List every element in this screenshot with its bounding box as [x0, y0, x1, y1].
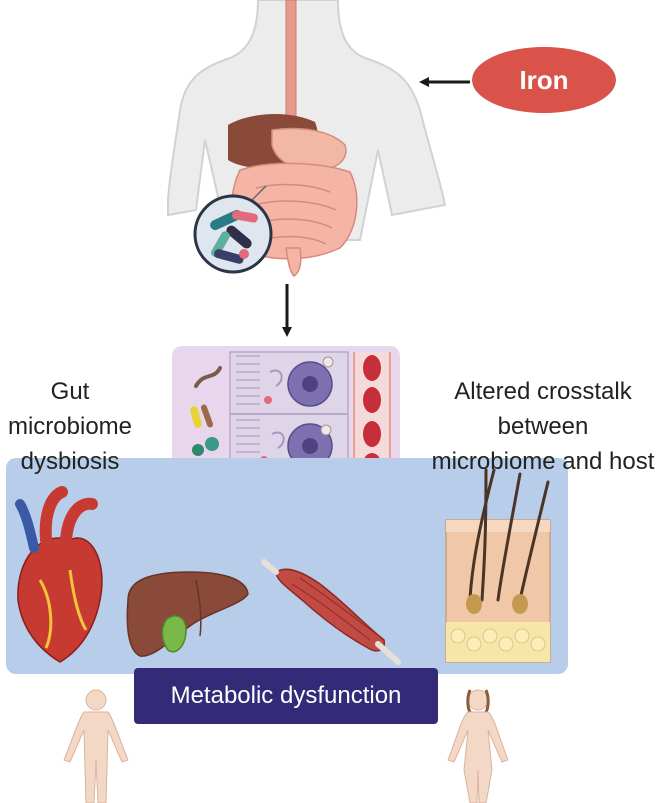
- altered-crosstalk-label: Altered crosstalk between microbiome and…: [412, 374, 672, 479]
- iron-label: Iron: [519, 64, 569, 95]
- metabolic-dysfunction-box: Metabolic dysfunction: [134, 668, 438, 724]
- liver-icon: [126, 571, 249, 657]
- gut-dysbiosis-line-3: dysbiosis: [20, 448, 120, 475]
- altered-crosstalk-line-1: Altered crosstalk: [454, 378, 632, 405]
- iron-node: [472, 47, 616, 113]
- female-figure-icon: [447, 689, 509, 803]
- skin-cross-section-icon: [445, 468, 551, 663]
- gut-dysbiosis-label: Gut microbiome dysbiosis: [0, 374, 140, 479]
- gut-dysbiosis-line-2: microbiome: [7, 413, 133, 440]
- male-figure-icon: [63, 689, 129, 803]
- heart-icon: [15, 486, 103, 663]
- gut-bacteria-magnifier-icon: [193, 185, 273, 274]
- intestinal-epithelium-icon: [172, 346, 400, 484]
- muscle-icon: [261, 559, 401, 665]
- altered-crosstalk-line-3: microbiome and host: [431, 448, 655, 475]
- altered-crosstalk-line-2: between: [497, 413, 589, 440]
- gut-dysbiosis-line-1: Gut: [50, 378, 90, 405]
